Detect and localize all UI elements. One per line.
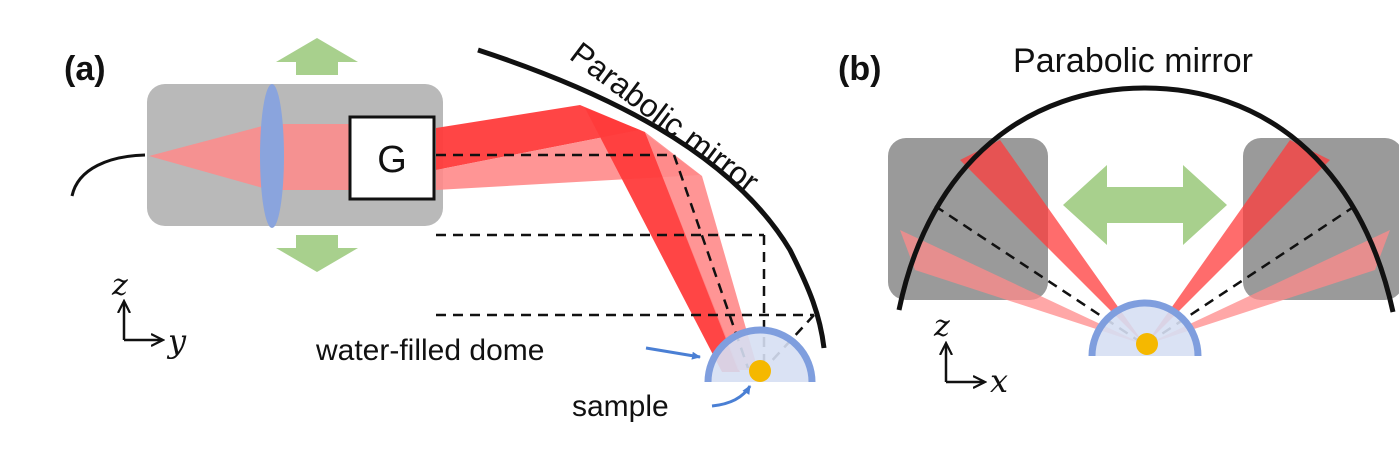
galvo-label: G bbox=[377, 139, 407, 181]
sample-label: sample bbox=[572, 390, 669, 423]
diverging-beam bbox=[149, 124, 270, 190]
beam-right-light bbox=[1145, 230, 1390, 345]
parabolic-mirror-label-b: Parabolic mirror bbox=[1013, 42, 1253, 80]
x-axis-label-b: x bbox=[990, 362, 1008, 400]
beam-right-dark bbox=[1145, 140, 1330, 345]
axes-a: z y bbox=[111, 268, 187, 360]
dome-shell bbox=[704, 326, 816, 383]
z-axis-label-b: z bbox=[933, 309, 950, 344]
reflected-beam-dark bbox=[585, 108, 740, 372]
water-filled-dome bbox=[708, 330, 812, 382]
axes-b: z x bbox=[933, 309, 1008, 400]
dome-pointer-arrow bbox=[645, 346, 701, 360]
panel-a: (a) G Parabolic mirror bbox=[64, 35, 827, 423]
parabolic-mirror-a bbox=[477, 47, 827, 349]
translate-up-arrow bbox=[276, 38, 358, 75]
dome-shell-b bbox=[1088, 299, 1202, 357]
sample-dot bbox=[749, 360, 771, 382]
galvo-mirror-box bbox=[348, 115, 436, 201]
beam-left-light bbox=[900, 230, 1145, 345]
z-axis-label-a: z bbox=[111, 268, 128, 303]
lens bbox=[260, 84, 284, 228]
panel-a-label: (a) bbox=[64, 50, 106, 88]
panel-b-label: (b) bbox=[838, 50, 881, 88]
panel-b: (b) Parabolic mirror z x bbox=[838, 42, 1399, 400]
translate-down-arrow bbox=[276, 235, 358, 272]
sample-pointer-arrow bbox=[711, 385, 752, 408]
water-filled-dome-b bbox=[1092, 303, 1198, 356]
beam-left-dark bbox=[960, 140, 1145, 345]
parabolic-mirror-b bbox=[896, 85, 1396, 313]
reflected-beam-light bbox=[645, 132, 758, 370]
sample-dot-b bbox=[1136, 333, 1158, 355]
optical-fiber bbox=[70, 153, 146, 197]
translate-double-arrow bbox=[1063, 165, 1227, 245]
dome-label: water-filled dome bbox=[315, 334, 544, 367]
y-axis-label-a: y bbox=[166, 322, 187, 360]
